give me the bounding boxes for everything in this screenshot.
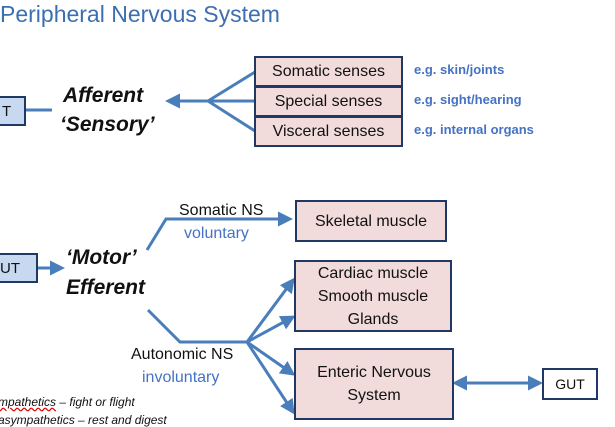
- enteric-line1-label: Enteric Nervous: [317, 364, 431, 381]
- somatic-branch-arrow: [145, 211, 293, 251]
- fight-or-flight-text: – fight or flight: [56, 395, 135, 409]
- enteric-nervous-system-box: Enteric Nervous System: [294, 348, 454, 420]
- skeletal-muscle-label: Skeletal muscle: [314, 212, 428, 230]
- visceral-senses-box: Visceral senses: [254, 116, 403, 147]
- parasympathetics-note: asympathetics – rest and digest: [0, 413, 167, 427]
- afferent-label: Afferent: [63, 84, 144, 107]
- sensory-label: ‘Sensory’: [60, 113, 155, 136]
- cut-off-box-label: T: [2, 102, 12, 120]
- arrow-to-glands: [246, 315, 296, 344]
- smooth-muscle-label: Smooth muscle: [317, 287, 429, 305]
- glands-label: Glands: [347, 310, 399, 328]
- somatic-senses-connector: [207, 70, 256, 103]
- special-senses-example: e.g. sight/hearing: [414, 92, 522, 107]
- special-senses-label: Special senses: [274, 93, 383, 110]
- arrow-to-enteric-top: [246, 340, 296, 376]
- somatic-senses-box: Somatic senses: [254, 56, 403, 87]
- gut-label: GUT: [555, 376, 585, 392]
- somatic-senses-label: Somatic senses: [272, 63, 385, 80]
- arrow-to-cardiac: [245, 277, 295, 343]
- autonomic-branch-line: [146, 308, 247, 344]
- special-senses-box: Special senses: [254, 86, 403, 117]
- visceral-senses-connector: [207, 99, 256, 133]
- autonomic-ns-label: Autonomic NS: [131, 346, 234, 363]
- sympathetics-word: mpathetics: [0, 395, 57, 409]
- somatic-ns-label: Somatic NS: [179, 202, 264, 219]
- sympathetics-note: mpathetics – fight or flight: [0, 395, 135, 409]
- enteric-line2-label: System: [347, 387, 401, 404]
- voluntary-label: voluntary: [184, 225, 249, 242]
- gut-box: GUT: [542, 368, 598, 400]
- cardiac-muscle-label: Cardiac muscle: [317, 264, 429, 282]
- page-title: Peripheral Nervous System: [0, 1, 280, 27]
- visceral-senses-label: Visceral senses: [272, 123, 385, 140]
- cut-off-box-efferent: UT: [0, 253, 38, 283]
- efferent-label: Efferent: [66, 276, 145, 299]
- involuntary-label: involuntary: [142, 369, 220, 386]
- somatic-senses-example: e.g. skin/joints: [414, 62, 505, 77]
- cardiac-smooth-glands-box: Cardiac muscle Smooth muscle Glands: [294, 260, 452, 332]
- cut-off-box-ut-label: UT: [0, 259, 20, 277]
- skeletal-muscle-box: Skeletal muscle: [295, 200, 447, 242]
- arrow-to-enteric-bottom: [245, 341, 295, 415]
- motor-label: ‘Motor’: [66, 246, 137, 269]
- visceral-senses-example: e.g. internal organs: [414, 122, 534, 137]
- cut-off-box-afferent: T: [0, 96, 26, 126]
